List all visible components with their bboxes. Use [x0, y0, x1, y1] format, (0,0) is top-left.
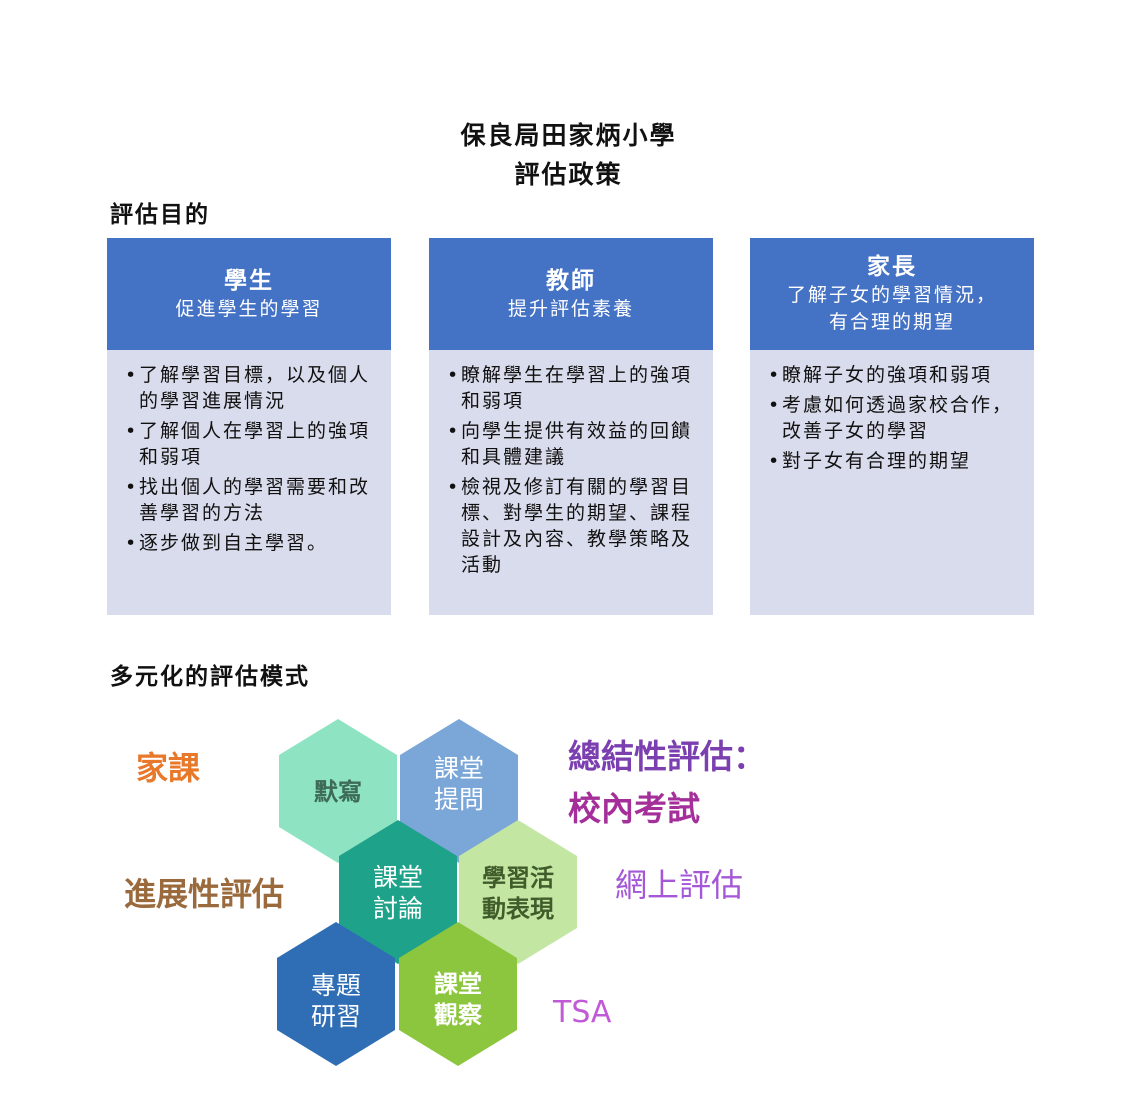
label-tsa: TSA: [553, 995, 612, 1030]
card-role: 學生: [224, 266, 274, 294]
card-teachers-header: 教師 提升評估素養: [429, 238, 713, 350]
list-item: 檢視及修訂有關的學習目標、對學生的期望、課程設計及內容、教學策略及活動: [447, 474, 699, 578]
hexagon-shape: [459, 820, 577, 964]
hexagon-label: 研習: [311, 1002, 361, 1031]
list-item: 向學生提供有效益的回饋和具體建議: [447, 418, 699, 470]
hexagon-shape: [400, 719, 518, 863]
hexagon-shape: [339, 820, 457, 964]
hexagon-label: 默寫: [314, 778, 362, 806]
card-parents-body: 瞭解子女的強項和弱項 考慮如何透過家校合作，改善子女的學習 對子女有合理的期望: [750, 350, 1034, 615]
school-name: 保良局田家炳小學: [460, 121, 677, 150]
card-aim: 提升評估素養: [507, 297, 634, 320]
list-item: 瞭解學生在學習上的強項和弱項: [447, 362, 699, 414]
hexagon-class-questioning: 課堂 提問: [400, 719, 518, 863]
hexagon-label: 學習活: [482, 864, 554, 892]
hexagon-class-observation: 課堂 觀察: [399, 922, 517, 1066]
hexagon-label: 課堂: [434, 970, 482, 998]
card-role: 家長: [867, 253, 917, 280]
list-item: 找出個人的學習需要和改善學習的方法: [125, 474, 377, 526]
card-role: 教師: [546, 266, 596, 294]
hexagon-shape: [279, 719, 397, 863]
label-online-assessment: 網上評估: [615, 866, 744, 904]
hexagon-shape: [277, 922, 395, 1066]
list-item: 逐步做到自主學習。: [125, 530, 377, 556]
list-item: 了解學習目標，以及個人的學習進展情況: [125, 362, 377, 414]
label-formative-assessment: 進展性評估: [124, 875, 285, 913]
list-item: 瞭解子女的強項和弱項: [768, 362, 1020, 388]
purpose-heading: 評估目的: [110, 201, 210, 228]
hexagon-label: 專題: [311, 971, 361, 1000]
card-aim: 有合理的期望: [828, 311, 955, 333]
hexagon-label: 課堂: [373, 863, 423, 892]
hexagon-project-learning: 專題 研習: [277, 922, 395, 1066]
list-item: 了解個人在學習上的強項和弱項: [125, 418, 377, 470]
card-aim: 了解子女的學習情況，: [786, 284, 997, 306]
card-aim: 促進學生的學習: [175, 297, 323, 320]
label-homework: 家課: [136, 749, 201, 787]
label-summative-assessment: 總結性評估：: [568, 737, 766, 776]
card-parents-header: 家長 了解子女的學習情況， 有合理的期望: [750, 238, 1034, 350]
hexagon-label: 討論: [373, 894, 423, 923]
point-list: 瞭解學生在學習上的強項和弱項 向學生提供有效益的回饋和具體建議 檢視及修訂有關的…: [447, 362, 699, 578]
list-item: 對子女有合理的期望: [768, 448, 1020, 474]
hexagon-learning-activity: 學習活 動表現: [459, 820, 577, 964]
list-item: 考慮如何透過家校合作，改善子女的學習: [768, 392, 1020, 444]
point-list: 瞭解子女的強項和弱項 考慮如何透過家校合作，改善子女的學習 對子女有合理的期望: [768, 362, 1020, 474]
label-school-exam: 校內考試: [568, 789, 700, 828]
card-parents: 家長 了解子女的學習情況， 有合理的期望 瞭解子女的強項和弱項 考慮如何透過家校…: [750, 238, 1034, 615]
hexagon-dictation: 默寫: [279, 719, 397, 863]
card-teachers: 教師 提升評估素養 瞭解學生在學習上的強項和弱項 向學生提供有效益的回饋和具體建…: [429, 238, 713, 615]
document-title: 評估政策: [514, 160, 623, 189]
hexagon-label: 觀察: [434, 1001, 483, 1029]
card-teachers-body: 瞭解學生在學習上的強項和弱項 向學生提供有效益的回饋和具體建議 檢視及修訂有關的…: [429, 350, 713, 615]
hexagon-class-discussion: 課堂 討論: [339, 820, 457, 964]
hexagon-shape: [399, 922, 517, 1066]
hexagon-label: 動表現: [482, 895, 554, 923]
point-list: 了解學習目標，以及個人的學習進展情況 了解個人在學習上的強項和弱項 找出個人的學…: [125, 362, 377, 556]
card-students-header: 學生 促進學生的學習: [107, 238, 391, 350]
card-students: 學生 促進學生的學習 了解學習目標，以及個人的學習進展情況 了解個人在學習上的強…: [107, 238, 391, 615]
card-students-body: 了解學習目標，以及個人的學習進展情況 了解個人在學習上的強項和弱項 找出個人的學…: [107, 350, 391, 615]
modes-heading: 多元化的評估模式: [110, 663, 310, 690]
hexagon-label: 提問: [434, 785, 484, 814]
hexagon-label: 課堂: [434, 754, 484, 783]
